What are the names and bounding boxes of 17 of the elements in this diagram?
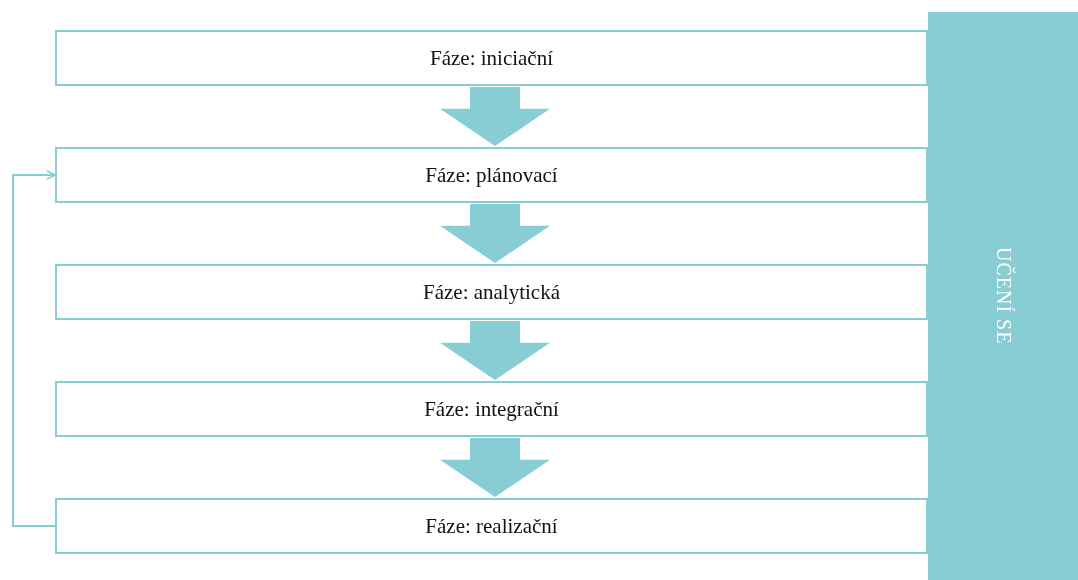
phase-box (55, 381, 928, 437)
phase-box (55, 30, 928, 86)
phase-label: Fáze: plánovací (425, 162, 558, 188)
block-arrow (440, 204, 550, 263)
block-arrow (440, 438, 550, 497)
phase-label: Fáze: integrační (424, 396, 559, 422)
feedback-arrow (12, 170, 56, 527)
side-band (928, 12, 1078, 580)
block-arrow (440, 321, 550, 380)
phase-label: Fáze: analytická (423, 279, 560, 305)
phase-box (55, 264, 928, 320)
phase-box (55, 498, 928, 554)
phase-label: Fáze: iniciační (430, 45, 553, 71)
block-arrow (440, 87, 550, 146)
phase-label: Fáze: realizační (425, 513, 558, 539)
band-label: UČENÍ SE (991, 247, 1015, 345)
phase-box (55, 147, 928, 203)
